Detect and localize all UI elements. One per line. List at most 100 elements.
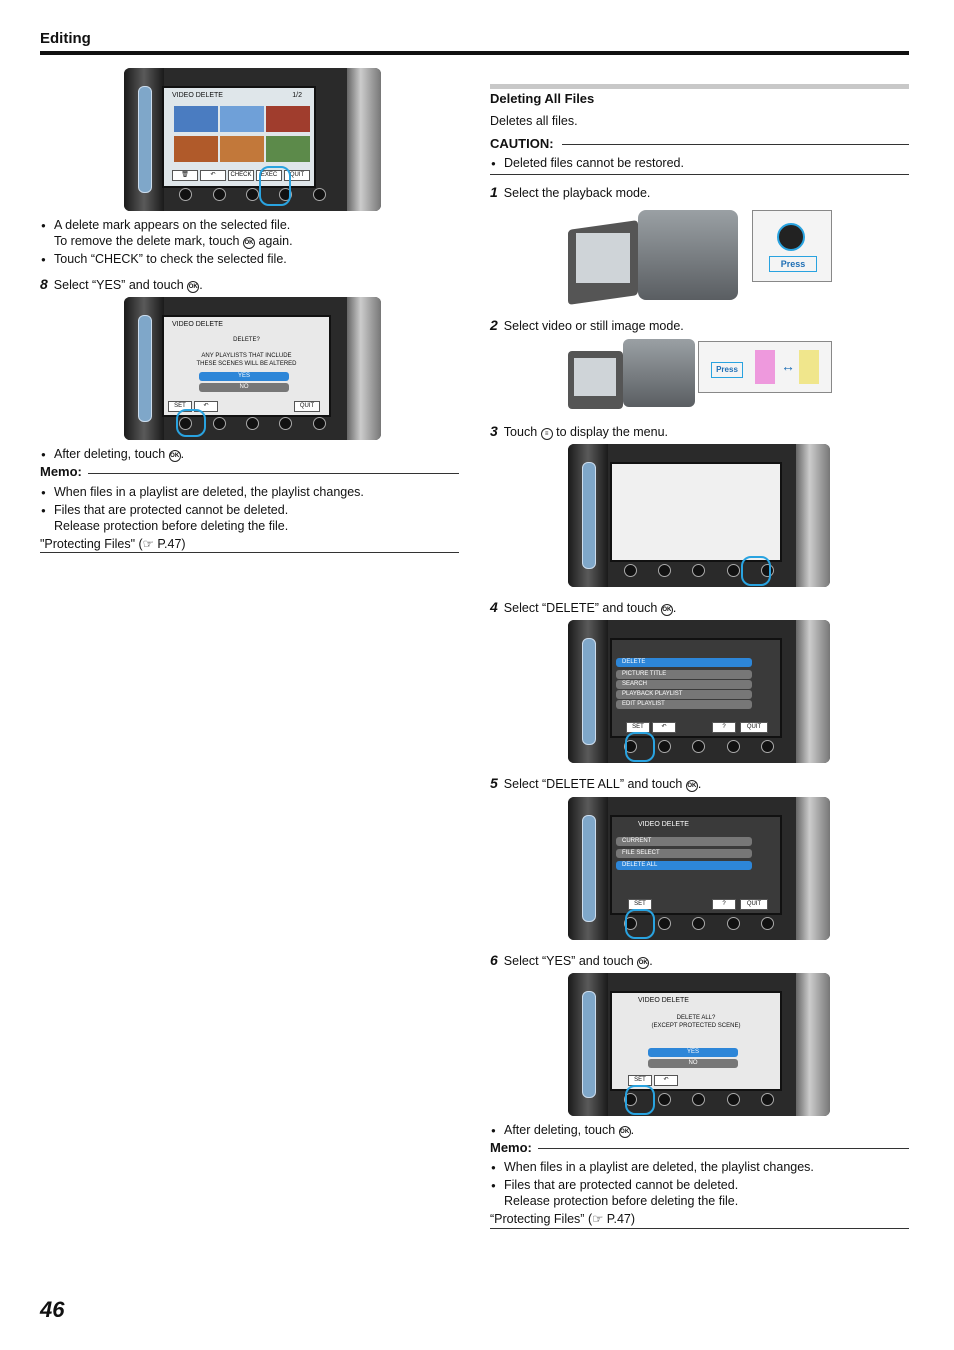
screen-title: VIDEO DELETE: [638, 997, 689, 1004]
video-mode-icon: [755, 350, 775, 384]
delete-question: DELETE?: [233, 337, 260, 343]
menu-icon: ≡: [540, 428, 553, 440]
highlight-ring: [741, 556, 771, 586]
menu-item-search: SEARCH: [616, 680, 752, 689]
camera-flap: [347, 68, 381, 211]
menu-item-file-select: FILE SELECT: [616, 849, 752, 858]
highlight-ring: [259, 166, 291, 206]
section-bar: [490, 84, 909, 89]
highlight-ring: [625, 732, 655, 762]
mode-callout: Press ↔: [698, 341, 832, 393]
camera-flap: [796, 444, 830, 587]
memo-reference-link[interactable]: “Protecting Files” (☞ P.47): [490, 1212, 636, 1226]
section-heading: Deleting All Files: [490, 91, 595, 106]
switch-arrow-icon: ↔: [781, 358, 795, 374]
camera-flap: [796, 620, 830, 763]
ok-icon: OK: [637, 957, 650, 969]
thumbnail: [174, 136, 218, 162]
except-protected: (EXCEPT PROTECTED SCENE): [651, 1023, 741, 1029]
camera-flap: [796, 973, 830, 1116]
press-label: Press: [769, 256, 817, 272]
no-option: NO: [199, 383, 289, 392]
section-desc: Deletes all files.: [490, 114, 578, 128]
quit-button: QUIT: [740, 722, 768, 733]
memo-item: When files in a playlist are deleted, th…: [491, 1159, 814, 1176]
camera-flap: [347, 297, 381, 440]
memo-rule: [538, 1148, 909, 1149]
note-remove-mark: To remove the delete mark, touch OK agai…: [54, 234, 293, 249]
memo-item: Release protection before deleting the f…: [504, 1194, 739, 1208]
caution-rule: [562, 144, 909, 145]
note-check: Touch “CHECK” to check the selected file…: [41, 251, 287, 268]
ok-icon: OK: [685, 780, 698, 792]
playback-button-icon: [777, 223, 805, 251]
camera-screen-delete-confirm: VIDEO DELETE DELETE? ANY PLAYLISTS THAT …: [124, 297, 381, 440]
camera-screen-thumbnails: VIDEO DELETE 1/2 🗑 ↶ CHECK EXEC QUIT: [124, 68, 381, 211]
quit-button: QUIT: [294, 401, 320, 412]
after-delete-note: After deleting, touch OK.: [491, 1122, 634, 1139]
ok-icon: OK: [243, 237, 255, 249]
memo-title: Memo:: [490, 1140, 532, 1155]
caution-end-rule: [490, 174, 909, 175]
playlist-warning-2: THESE SCENES WILL BE ALTERED: [196, 361, 297, 367]
thumbnail: [174, 106, 218, 132]
ok-icon: OK: [660, 604, 673, 616]
back-icon: ↶: [200, 170, 226, 181]
after-delete-note: After deleting, touch OK.: [41, 446, 184, 463]
help-button: ?: [712, 899, 736, 910]
zoom-slider: [582, 638, 596, 745]
highlight-ring: [625, 1085, 655, 1115]
memo-title: Memo:: [40, 464, 82, 479]
caution-title: CAUTION:: [490, 136, 554, 151]
note-delete-mark: A delete mark appears on the selected fi…: [41, 217, 290, 234]
yes-option: YES: [648, 1048, 738, 1057]
delete-all-question: DELETE ALL?: [676, 1015, 716, 1021]
press-label: Press: [711, 362, 743, 378]
check-button: CHECK: [228, 170, 254, 181]
memo-rule: [88, 473, 459, 474]
ok-icon: OK: [168, 450, 181, 462]
header-rule: [40, 51, 909, 55]
thumbnail: [266, 136, 310, 162]
thumbnail: [220, 136, 264, 162]
menu-item-current: CURRENT: [616, 837, 752, 846]
memo-item: Files that are protected cannot be delet…: [41, 502, 288, 519]
thumbnail: [220, 106, 264, 132]
memo-reference-link[interactable]: "Protecting Files" (☞ P.47): [40, 537, 186, 551]
menu-item-delete-all: DELETE ALL: [616, 861, 752, 870]
quit-button: QUIT: [740, 899, 768, 910]
no-option: NO: [648, 1059, 738, 1068]
highlight-ring: [625, 909, 655, 939]
camera-screen-blank: [568, 444, 830, 587]
menu-item-picture-title: PICTURE TITLE: [616, 670, 752, 679]
screen-title: VIDEO DELETE: [172, 92, 223, 99]
trash-icon: 🗑: [172, 170, 198, 181]
memo-item: Files that are protected cannot be delet…: [491, 1177, 738, 1194]
zoom-slider: [138, 315, 152, 422]
section-title: Editing: [40, 30, 91, 47]
back-icon: ↶: [652, 722, 676, 733]
still-mode-icon: [799, 350, 819, 384]
zoom-slider: [582, 815, 596, 922]
screen-title: VIDEO DELETE: [638, 821, 689, 828]
highlight-ring: [176, 409, 206, 437]
thumbnail: [266, 106, 310, 132]
camcorder-image: [568, 205, 743, 305]
screen-title: VIDEO DELETE: [172, 321, 223, 328]
help-button: ?: [712, 722, 736, 733]
playlist-warning-1: ANY PLAYLISTS THAT INCLUDE: [201, 353, 292, 359]
zoom-slider: [138, 86, 152, 193]
zoom-slider: [582, 462, 596, 569]
memo-end-rule: [490, 1228, 909, 1229]
camera-screen-delete-all-confirm: VIDEO DELETE DELETE ALL? (EXCEPT PROTECT…: [568, 973, 830, 1116]
back-icon: ↶: [654, 1075, 678, 1086]
page-number: 46: [40, 1297, 65, 1322]
camera-screen-menu: DELETE PICTURE TITLE SEARCH PLAYBACK PLA…: [568, 620, 830, 763]
